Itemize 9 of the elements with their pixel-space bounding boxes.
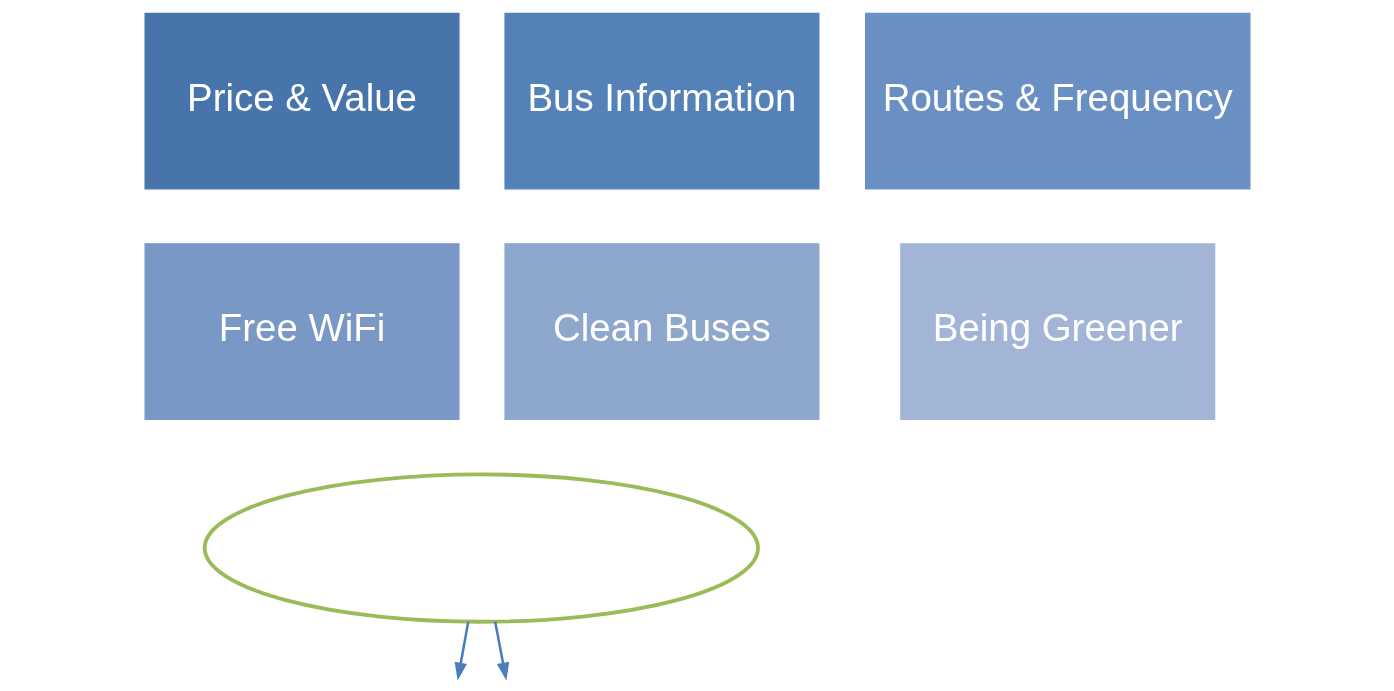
arrow bbox=[493, 621, 509, 681]
node-box: Being Greener bbox=[899, 243, 1215, 420]
node-ellipse bbox=[202, 472, 760, 624]
node-box: Free WiFi bbox=[144, 243, 460, 420]
node-box: Routes & Frequency bbox=[864, 12, 1251, 190]
arrow bbox=[454, 621, 470, 681]
node-box: Bus Information bbox=[503, 12, 819, 190]
node-box: Clean Buses bbox=[503, 243, 819, 420]
node-box: Price & Value bbox=[144, 12, 460, 190]
